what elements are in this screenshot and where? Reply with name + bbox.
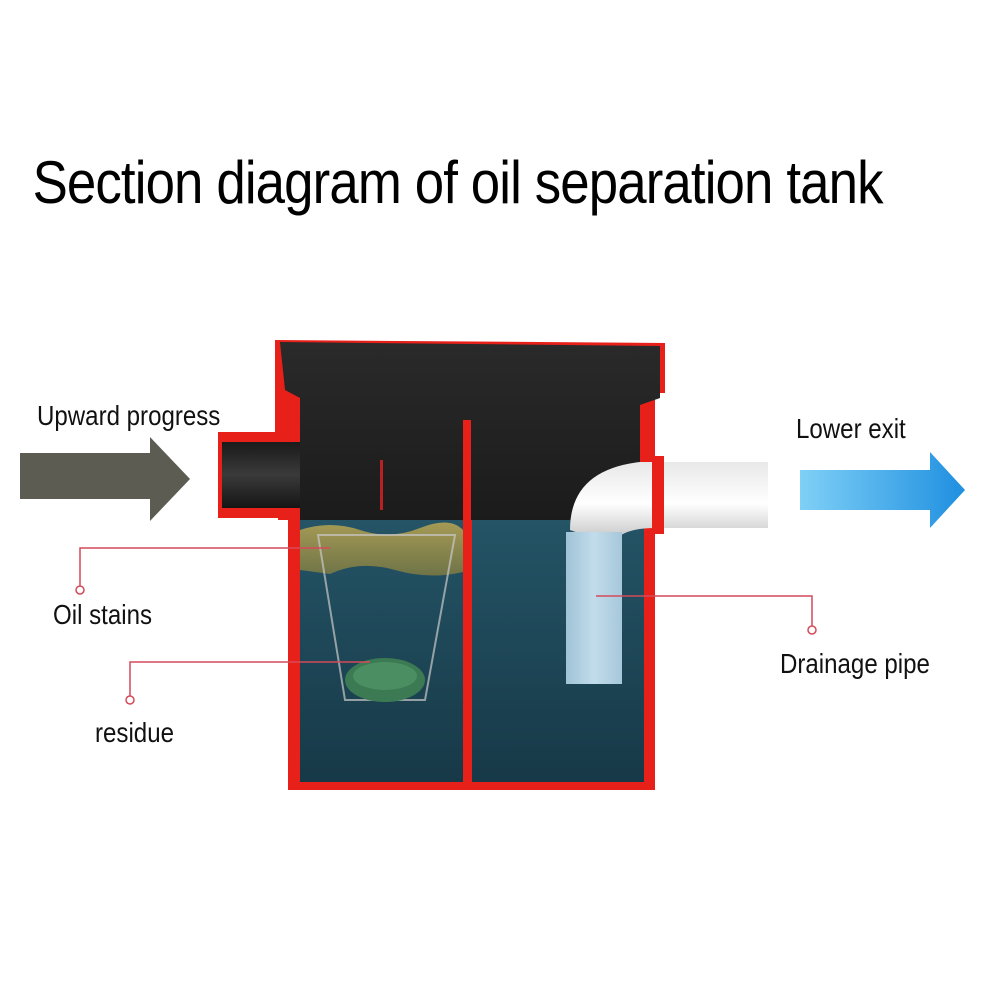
label-oil-stains: Oil stains: [53, 599, 153, 630]
inlet-pipe: [222, 442, 300, 508]
diagram-title: Section diagram of oil separation tank: [32, 149, 884, 216]
label-drainage-pipe: Drainage pipe: [780, 648, 930, 679]
oil-stains-leader: [79, 547, 330, 588]
partition-wall: [463, 420, 471, 782]
inlet-arrow: [20, 437, 190, 521]
outlet-arrow: [800, 452, 965, 528]
drainage-pipe: [566, 532, 622, 684]
label-lower-exit: Lower exit: [796, 413, 906, 444]
label-upward-progress: Upward progress: [37, 400, 221, 431]
residue-leader: [129, 661, 370, 698]
drainage-pipe-leader: [596, 595, 813, 628]
outlet-flange: [652, 456, 664, 534]
outlet-elbow-pipe: [570, 462, 768, 545]
filter-basket: [316, 534, 457, 701]
label-residue: residue: [95, 717, 174, 748]
